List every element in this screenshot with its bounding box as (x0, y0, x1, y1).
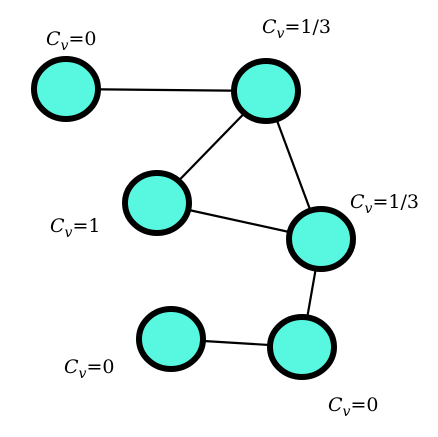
label-n5: Cv=0 (64, 356, 114, 382)
label-n2: Cv=1/3 (262, 16, 331, 42)
node-n5 (136, 306, 206, 372)
label-n4-sub: v (365, 201, 373, 217)
node-n4 (286, 206, 356, 272)
label-n3-sub: v (65, 225, 73, 241)
label-n4: Cv=1/3 (350, 191, 419, 217)
label-n2-letter: C (262, 16, 277, 38)
label-n3-value: 1 (88, 215, 100, 237)
edges-layer (65, 87, 323, 349)
label-n3-letter: C (50, 215, 65, 237)
label-n2-value: 1/3 (300, 16, 331, 38)
labels-layer: Cv=0 Cv=1/3 Cv=1 Cv=1/3 Cv=0 Cv=0 (46, 16, 419, 420)
label-n1-letter: C (46, 28, 61, 50)
label-n6: Cv=0 (328, 394, 378, 420)
node-n2 (231, 58, 301, 124)
label-n5-letter: C (64, 356, 79, 378)
node-n3 (122, 170, 192, 236)
label-n1: Cv=0 (46, 28, 96, 54)
label-n6-letter: C (328, 394, 343, 416)
label-n6-sub: v (343, 404, 351, 420)
label-n5-value: 0 (102, 356, 114, 378)
label-n4-value: 1/3 (388, 191, 419, 213)
label-n3: Cv=1 (50, 215, 100, 241)
label-n1-value: 0 (84, 28, 96, 50)
node-n1 (31, 56, 101, 122)
node-n6 (267, 314, 337, 380)
label-n6-value: 0 (366, 394, 378, 416)
nodes-layer (31, 56, 356, 380)
label-n5-sub: v (79, 366, 87, 382)
label-n4-letter: C (350, 191, 365, 213)
label-n2-sub: v (277, 26, 285, 42)
label-n1-sub: v (61, 38, 69, 54)
